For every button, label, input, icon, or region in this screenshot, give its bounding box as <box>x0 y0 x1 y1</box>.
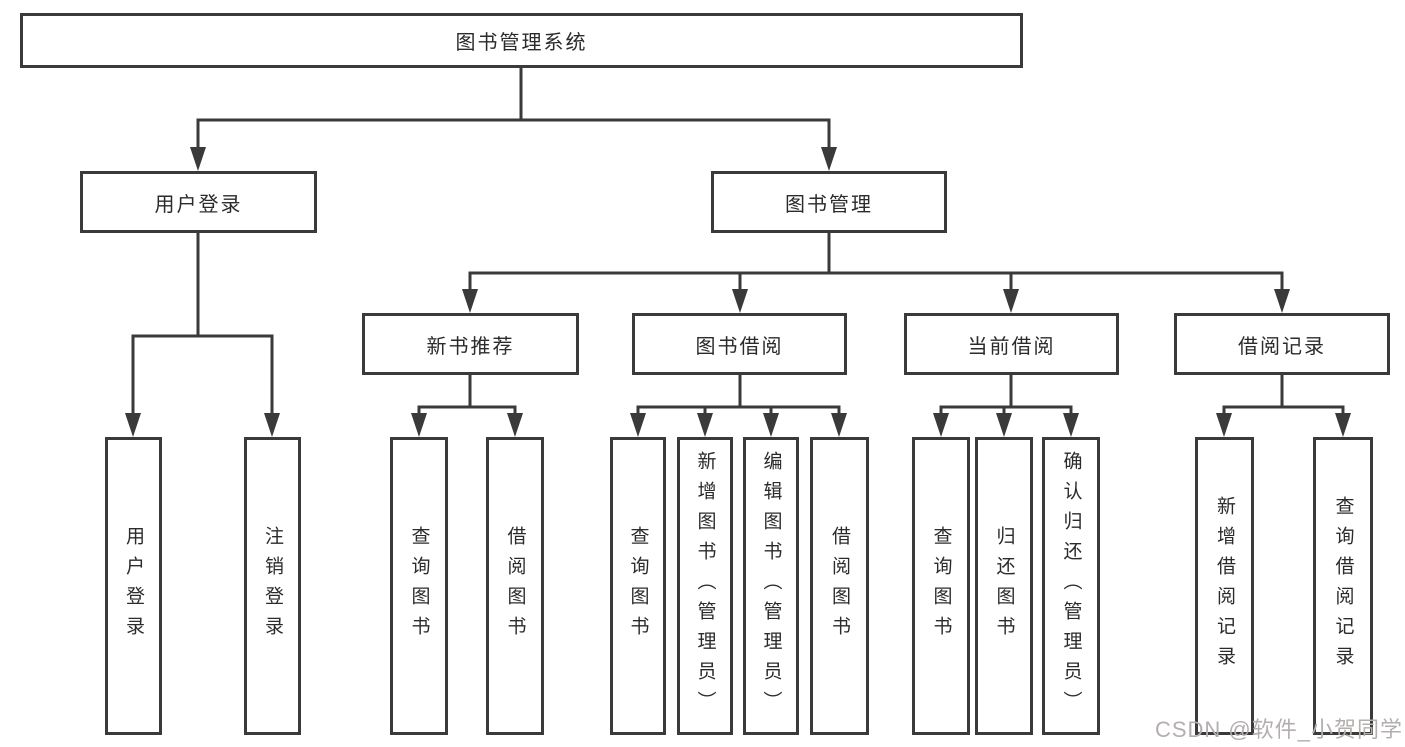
node-book-management: 图书管理 <box>711 171 947 233</box>
arrow-down-icon <box>831 413 847 437</box>
leaf-confirm-return-admin: 确认归还（管理员） <box>1042 437 1100 735</box>
arrow-down-icon <box>732 289 748 313</box>
arrow-down-icon <box>763 413 779 437</box>
arrow-down-icon <box>462 289 478 313</box>
arrow-down-icon <box>1335 413 1351 437</box>
leaf-query-books-borrow: 查询图书 <box>610 437 666 735</box>
arrow-down-icon <box>125 413 141 437</box>
leaf-logout: 注销登录 <box>244 437 301 735</box>
arrow-down-icon <box>933 413 949 437</box>
arrow-down-icon <box>996 413 1012 437</box>
node-book-borrowing: 图书借阅 <box>632 313 847 375</box>
arrow-down-icon <box>630 413 646 437</box>
leaf-return-books: 归还图书 <box>975 437 1033 735</box>
leaf-borrow-books-recommend: 借阅图书 <box>486 437 544 735</box>
node-borrowing-records: 借阅记录 <box>1174 313 1390 375</box>
arrow-down-icon <box>411 413 427 437</box>
leaf-add-borrow-record: 新增借阅记录 <box>1195 437 1254 735</box>
leaf-query-books-current: 查询图书 <box>912 437 970 735</box>
arrow-down-icon <box>1274 289 1290 313</box>
arrow-down-icon <box>1003 289 1019 313</box>
arrow-down-icon <box>821 147 837 171</box>
arrow-down-icon <box>190 147 206 171</box>
arrow-down-icon <box>264 413 280 437</box>
leaf-query-borrow-record: 查询借阅记录 <box>1313 437 1373 735</box>
arrow-down-icon <box>1216 413 1232 437</box>
arrow-down-icon <box>1063 413 1079 437</box>
leaf-add-book-admin: 新增图书（管理员） <box>677 437 733 735</box>
leaf-query-books-recommend: 查询图书 <box>390 437 448 735</box>
csdn-watermark: CSDN @软件_小贺同学 <box>1154 717 1403 742</box>
node-library-management-system: 图书管理系统 <box>20 13 1023 68</box>
leaf-borrow-books: 借阅图书 <box>810 437 869 735</box>
node-current-borrowing: 当前借阅 <box>904 313 1119 375</box>
leaf-edit-book-admin: 编辑图书（管理员） <box>743 437 799 735</box>
node-new-book-recommendation: 新书推荐 <box>362 313 579 375</box>
leaf-user-login: 用户登录 <box>105 437 162 735</box>
arrow-down-icon <box>507 413 523 437</box>
node-user-login: 用户登录 <box>80 171 317 233</box>
arrow-down-icon <box>697 413 713 437</box>
